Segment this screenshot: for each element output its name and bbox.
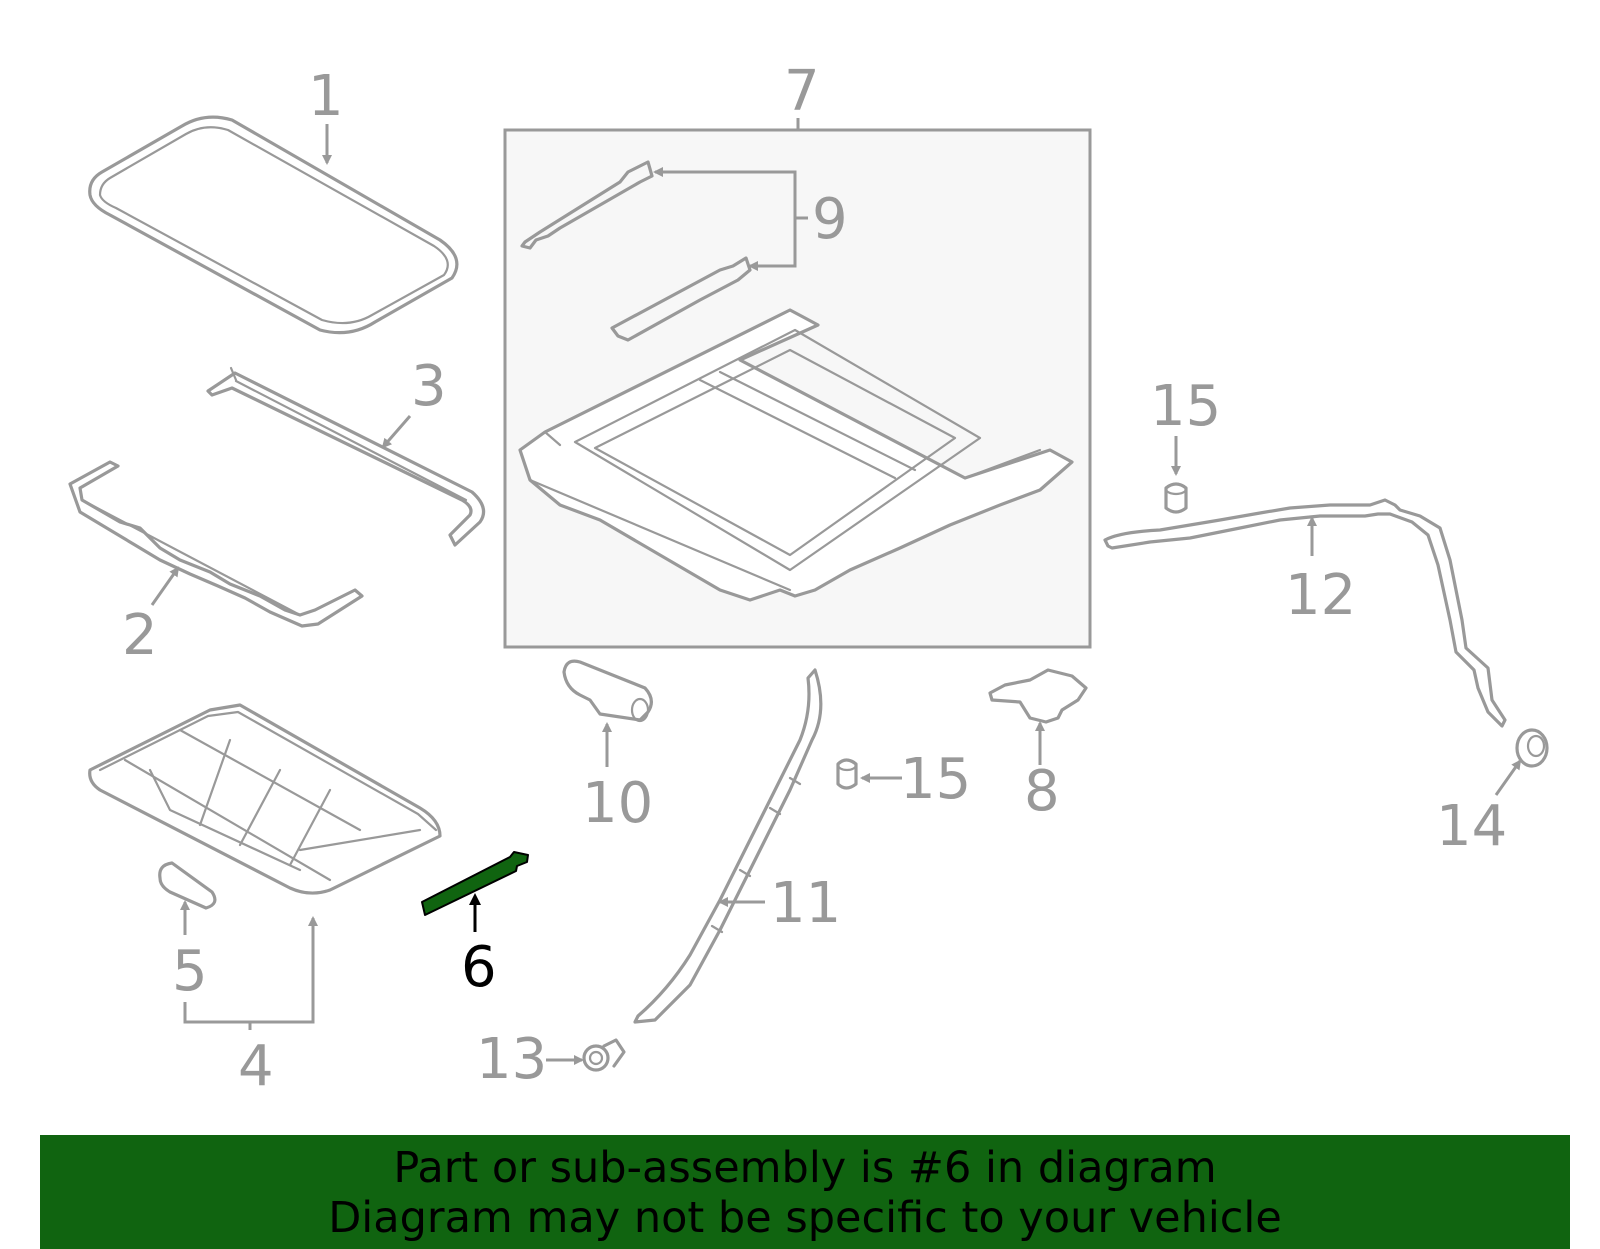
callout-12: 12 bbox=[1285, 516, 1356, 628]
callout-8: 8 bbox=[1024, 721, 1060, 824]
callout-13: 13 bbox=[476, 1027, 584, 1092]
callout-5-label: 5 bbox=[172, 939, 208, 1004]
callout-8-label: 8 bbox=[1024, 759, 1060, 824]
callout-14: 14 bbox=[1436, 759, 1522, 859]
part-7-frame-assembly[interactable] bbox=[503, 118, 1092, 649]
banner-line-1: Part or sub-assembly is #6 in diagram bbox=[393, 1143, 1217, 1193]
part-5-handle[interactable] bbox=[158, 861, 217, 910]
callout-7-label: 7 bbox=[784, 59, 820, 124]
callout-1: 1 bbox=[308, 64, 344, 165]
callout-7: 7 bbox=[784, 59, 820, 124]
callout-1-label: 1 bbox=[308, 64, 344, 129]
callout-10-label: 10 bbox=[582, 771, 653, 836]
part-15-plug-upper[interactable] bbox=[1164, 482, 1188, 514]
part-1-glass-panel[interactable] bbox=[88, 115, 459, 335]
callout-6-label: 6 bbox=[461, 935, 497, 1000]
callout-10: 10 bbox=[582, 722, 653, 836]
callout-2: 2 bbox=[122, 566, 180, 668]
callout-3-label: 3 bbox=[411, 354, 447, 419]
part-4-sunshade[interactable] bbox=[88, 703, 442, 895]
part-14-grommet[interactable] bbox=[1515, 728, 1549, 768]
callout-14-label: 14 bbox=[1436, 794, 1507, 859]
part-12-rear-drain-hose[interactable] bbox=[1103, 498, 1507, 728]
callout-9: 9 bbox=[653, 167, 848, 271]
callout-15-lower: 15 bbox=[860, 747, 971, 812]
callout-4-5: 5 4 bbox=[172, 900, 318, 1099]
callout-4-label: 4 bbox=[238, 1034, 274, 1099]
part-11-drain-hose[interactable] bbox=[633, 668, 823, 1024]
part-10-motor[interactable] bbox=[562, 659, 653, 723]
callout-11-label: 11 bbox=[770, 871, 841, 936]
part-13-grommet[interactable] bbox=[582, 1038, 626, 1072]
callout-2-label: 2 bbox=[122, 603, 158, 668]
callout-6: 6 bbox=[461, 893, 497, 1000]
banner-line-2: Diagram may not be specific to your vehi… bbox=[328, 1193, 1282, 1243]
info-banner: Part or sub-assembly is #6 in diagram Di… bbox=[40, 1135, 1570, 1249]
part-6-highlighted[interactable] bbox=[421, 851, 529, 916]
part-3-rail[interactable] bbox=[206, 366, 486, 547]
part-8-bracket[interactable] bbox=[988, 668, 1088, 724]
callout-15-lower-label: 15 bbox=[900, 747, 971, 812]
part-2-front-deflector[interactable] bbox=[68, 460, 364, 628]
callout-13-label: 13 bbox=[476, 1027, 547, 1092]
callout-12-label: 12 bbox=[1285, 563, 1356, 628]
part-15-plug-lower[interactable] bbox=[836, 758, 858, 790]
callout-15-upper-label: 15 bbox=[1150, 374, 1221, 439]
callout-11: 11 bbox=[718, 871, 841, 936]
callout-9-label: 9 bbox=[812, 187, 848, 252]
callout-15-upper: 15 bbox=[1150, 374, 1221, 476]
callout-3: 3 bbox=[381, 354, 447, 449]
